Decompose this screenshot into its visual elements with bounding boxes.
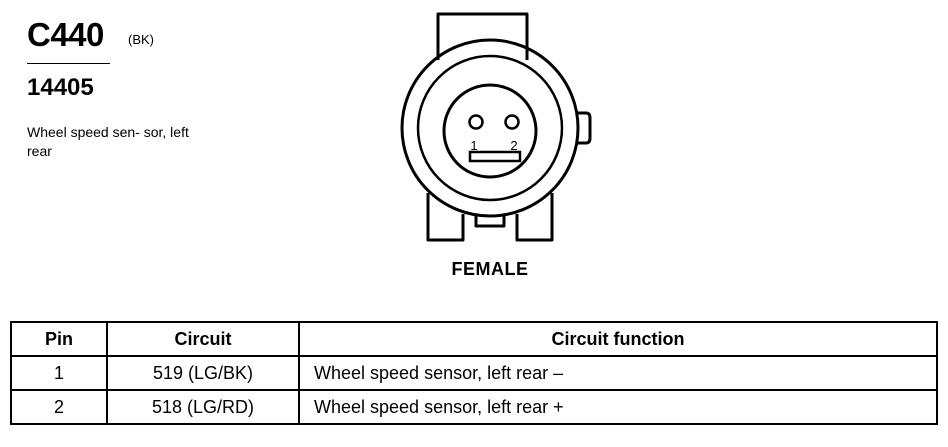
- connector-key-notch: [474, 214, 506, 228]
- header-circuit: Circuit: [106, 321, 300, 357]
- connector-color-code: (BK): [128, 32, 154, 47]
- cell-pin: 1: [10, 355, 108, 391]
- header-circuit-function: Circuit function: [298, 321, 938, 357]
- header-pin: Pin: [10, 321, 108, 357]
- cell-circuit: 518 (LG/RD): [106, 389, 300, 425]
- header-rule: [27, 63, 110, 64]
- connector-inner-ring: [416, 54, 564, 202]
- pinout-table: Pin Circuit Circuit function 1 519 (LG/B…: [10, 321, 938, 425]
- pin-1-hole: [468, 114, 484, 130]
- connector-top-tab: [436, 12, 529, 60]
- connector-face-diagram: 1 2: [400, 12, 592, 242]
- table-header-row: Pin Circuit Circuit function: [10, 321, 938, 357]
- connector-side-latch: [577, 111, 592, 145]
- pin-2-hole: [504, 114, 520, 130]
- connector-id: C440: [27, 16, 104, 53]
- pin-cavity: [442, 83, 538, 179]
- table-row: 1 519 (LG/BK) Wheel speed sensor, left r…: [10, 355, 938, 391]
- connector-left-leg: [426, 193, 465, 242]
- connector-description: Wheel speed sen- sor, left rear: [27, 124, 189, 159]
- connector-view-label: FEMALE: [451, 259, 529, 279]
- table-row: 2 518 (LG/RD) Wheel speed sensor, left r…: [10, 389, 938, 425]
- part-number: 14405: [27, 74, 94, 101]
- connector-outer-shell: [400, 38, 580, 218]
- pin-1-label: 1: [470, 138, 477, 153]
- cell-pin: 2: [10, 389, 108, 425]
- terminal-bar: [468, 150, 522, 163]
- cell-circuit-function: Wheel speed sensor, left rear –: [298, 355, 938, 391]
- pin-2-label: 2: [510, 138, 517, 153]
- cell-circuit: 519 (LG/BK): [106, 355, 300, 391]
- connector-right-leg: [515, 193, 554, 242]
- cell-circuit-function: Wheel speed sensor, left rear +: [298, 389, 938, 425]
